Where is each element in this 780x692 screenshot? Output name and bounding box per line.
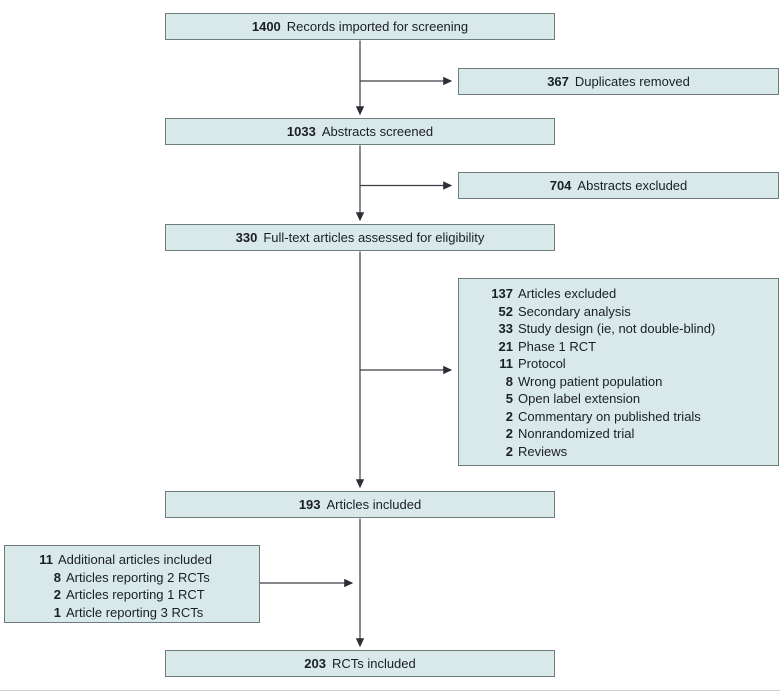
fulltext-assessed-count: 330 (235, 230, 258, 245)
box-duplicates-removed: 367 Duplicates removed (458, 68, 779, 95)
excluded-row: 52 Secondary analysis (459, 303, 778, 321)
box-records-imported: 1400 Records imported for screening (165, 13, 555, 40)
excluded-row: 11 Protocol (459, 355, 778, 373)
excluded-row: 2 Nonrandomized trial (459, 425, 778, 443)
excluded-count: 11 (499, 356, 513, 371)
excluded-row: 21 Phase 1 RCT (459, 338, 778, 356)
excluded-count: 8 (505, 373, 513, 389)
additional-label: Articles reporting 1 RCT (66, 587, 205, 602)
excluded-count: 2 (505, 443, 513, 459)
additional-row: 11 Additional articles included (5, 551, 259, 569)
excluded-label: Secondary analysis (518, 303, 631, 319)
excluded-row: 2 Reviews (459, 443, 778, 461)
excluded-row: 8 Wrong patient population (459, 373, 778, 391)
abstracts-screened-label: Abstracts screened (321, 124, 434, 139)
abstracts-screened-count: 1033 (286, 124, 316, 139)
excluded-count: 52 (498, 303, 513, 319)
additional-label: Additional articles included (58, 552, 212, 567)
records-imported-count: 1400 (251, 19, 281, 34)
additional-label: Article reporting 3 RCTs (66, 604, 204, 620)
additional-label: Articles reporting 2 RCTs (66, 569, 210, 585)
rcts-included-count: 203 (304, 656, 326, 671)
excluded-label: Reviews (518, 443, 568, 459)
excluded-count: 2 (505, 426, 513, 441)
abstracts-excluded-count: 704 (549, 178, 572, 193)
duplicates-removed-label: Duplicates removed (574, 74, 690, 89)
box-abstracts-screened: 1033 Abstracts screened (165, 118, 555, 145)
additional-count: 11 (39, 552, 53, 567)
excluded-label: Phase 1 RCT (518, 338, 597, 354)
excluded-count: 2 (505, 408, 513, 424)
excluded-row: 2 Commentary on published trials (459, 408, 778, 426)
box-fulltext-assessed: 330 Full-text articles assessed for elig… (165, 224, 555, 251)
additional-row: 8 Articles reporting 2 RCTs (5, 569, 259, 587)
excluded-label: Study design (ie, not double-blind) (518, 321, 716, 336)
excluded-label: Nonrandomized trial (518, 426, 635, 441)
articles-included-count: 193 (298, 497, 321, 512)
excluded-row: 5 Open label extension (459, 390, 778, 408)
excluded-label: Commentary on published trials (518, 408, 701, 424)
excluded-count: 137 (491, 286, 513, 301)
box-additional-articles: 11 Additional articles included 8 Articl… (4, 545, 260, 623)
box-articles-excluded: 137 Articles excluded 52 Secondary analy… (458, 278, 779, 466)
excluded-label: Protocol (518, 356, 566, 371)
excluded-label: Wrong patient population (518, 373, 663, 389)
duplicates-removed-count: 367 (547, 74, 569, 89)
abstracts-excluded-label: Abstracts excluded (577, 178, 688, 193)
box-abstracts-excluded: 704 Abstracts excluded (458, 172, 779, 199)
rcts-included-label: RCTs included (331, 656, 416, 671)
box-articles-included: 193 Articles included (165, 491, 555, 518)
excluded-count: 21 (498, 338, 513, 354)
additional-count: 2 (53, 587, 61, 602)
excluded-label: Articles excluded (518, 286, 617, 301)
excluded-count: 33 (498, 321, 513, 336)
records-imported-label: Records imported for screening (286, 19, 469, 34)
additional-count: 8 (53, 569, 61, 585)
fulltext-assessed-label: Full-text articles assessed for eligibil… (263, 230, 485, 245)
additional-count: 1 (53, 604, 61, 620)
additional-row: 2 Articles reporting 1 RCT (5, 586, 259, 604)
box-rcts-included: 203 RCTs included (165, 650, 555, 677)
excluded-row: 33 Study design (ie, not double-blind) (459, 320, 778, 338)
excluded-count: 5 (505, 391, 513, 406)
excluded-label: Open label extension (518, 391, 641, 406)
additional-row: 1 Article reporting 3 RCTs (5, 604, 259, 622)
figure-bottom-rule (0, 690, 780, 691)
excluded-row: 137 Articles excluded (459, 285, 778, 303)
articles-included-label: Articles included (326, 497, 422, 512)
